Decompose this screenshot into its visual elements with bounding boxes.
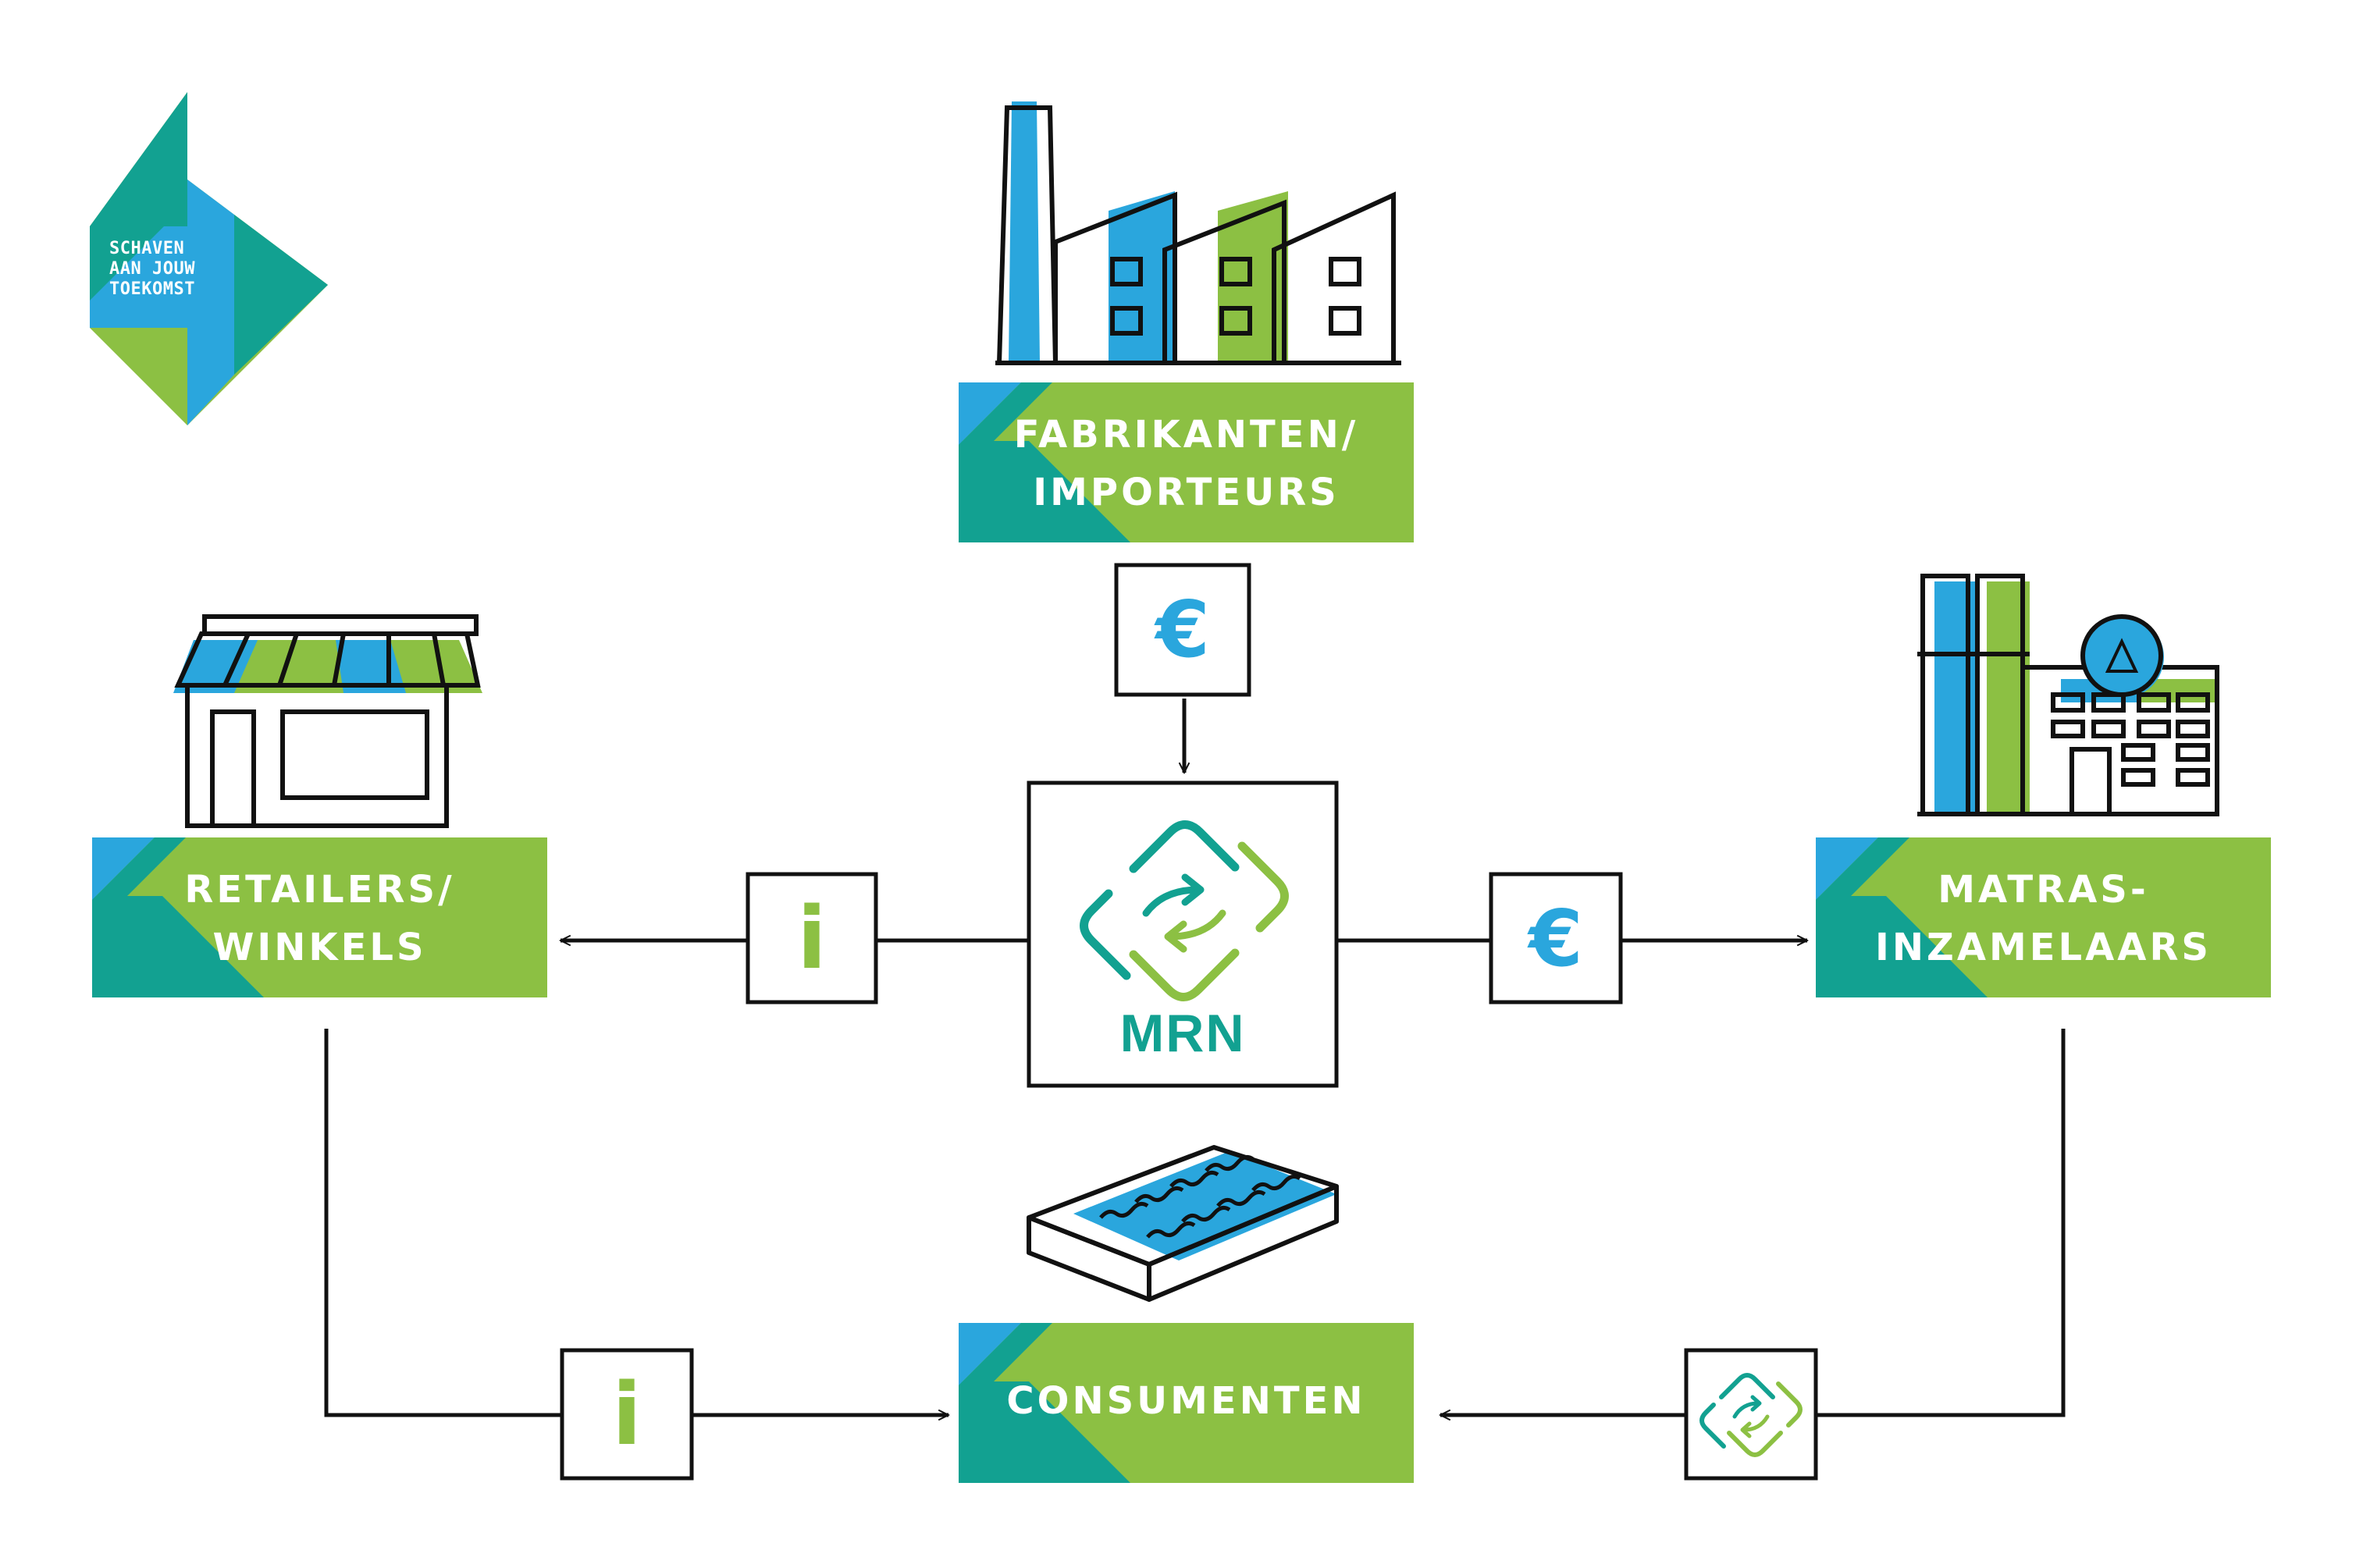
label-manufacturers-line-2: IMPORTEURS: [1033, 471, 1340, 515]
node-consumers: [959, 1323, 1414, 1483]
label-collectors: MATRAS- INZAMELAARS: [1816, 861, 2271, 977]
node-manufacturers: [959, 382, 1414, 542]
logo-line-2: AAN JOUW: [109, 259, 195, 279]
label-collectors-line-1: MATRAS-: [1938, 868, 2149, 912]
label-consumers: CONSUMENTEN: [959, 1372, 1414, 1430]
logo-mark: [90, 92, 328, 425]
label-retailers-line-1: RETAILERS/: [184, 868, 455, 912]
info-box-bottom: [560, 1348, 694, 1481]
label-manufacturers: FABRIKANTEN/ IMPORTEURS: [959, 406, 1414, 522]
node-retailers: [92, 837, 547, 997]
shop-icon: [173, 614, 482, 828]
factory-icon: [995, 101, 1401, 365]
recycle-box-bottom: [1684, 1348, 1818, 1481]
mrn-label: MRN: [1119, 1004, 1246, 1063]
mrn-logo-icon: [1080, 820, 1289, 1001]
label-manufacturers-line-1: FABRIKANTEN/: [1013, 413, 1359, 457]
label-collectors-line-2: INZAMELAARS: [1875, 926, 2212, 970]
logo-text: SCHAVEN AAN JOUW TOEKOMST: [109, 239, 195, 300]
label-retailers: RETAILERS/ WINKELS: [92, 861, 547, 977]
mattress-icon: [1027, 1145, 1339, 1302]
euro-symbol-right: €: [1529, 893, 1583, 984]
recycling-plant-icon: [1917, 574, 2219, 816]
node-collectors: [1816, 837, 2271, 997]
info-symbol-left: i: [797, 888, 827, 988]
info-box-left: [746, 872, 878, 1004]
label-consumers-line-1: CONSUMENTEN: [1006, 1379, 1366, 1423]
connectors: [324, 699, 2066, 1415]
label-retailers-line-2: WINKELS: [212, 926, 427, 970]
logo-line-3: TOEKOMST: [109, 279, 195, 299]
euro-symbol-top: €: [1155, 584, 1210, 675]
euro-box-top: [1114, 563, 1251, 697]
recycle-icon: [1699, 1373, 1803, 1457]
info-symbol-bottom: i: [612, 1364, 642, 1464]
euro-box-right: [1489, 872, 1623, 1004]
logo-line-1: SCHAVEN: [109, 239, 185, 258]
